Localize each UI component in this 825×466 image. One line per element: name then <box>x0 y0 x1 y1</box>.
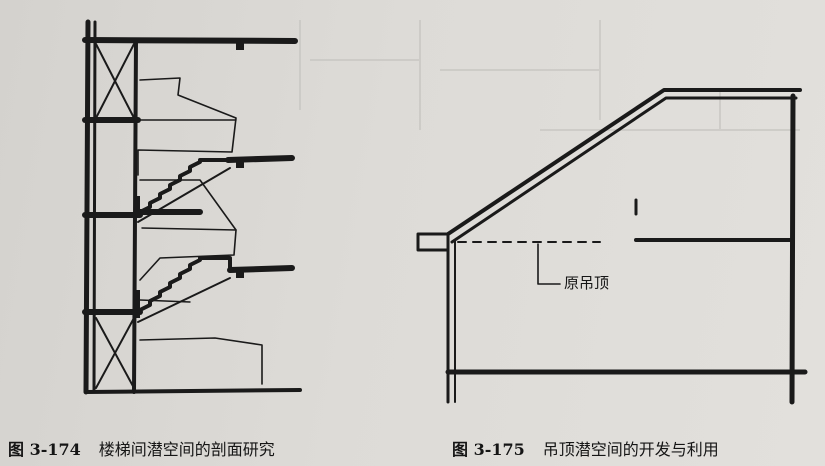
figure-caption-text: 楼梯间潜空间的剖面研究 <box>98 440 275 459</box>
stairwell-section-drawing <box>82 19 302 395</box>
figure-caption-3-175: 图 3-175 吊顶潜空间的开发与利用 <box>452 436 719 460</box>
ceiling-section-drawing <box>416 88 808 405</box>
figure-caption-text: 吊顶潜空间的开发与利用 <box>542 440 719 459</box>
original-ceiling-label: 原吊顶 <box>564 274 610 292</box>
figure-number: 图 3-175 <box>452 440 525 459</box>
figure-number: 图 3-174 <box>8 440 81 459</box>
figure-caption-3-174: 图 3-174 楼梯间潜空间的剖面研究 <box>8 436 275 460</box>
bleed-through-lines <box>299 20 800 131</box>
